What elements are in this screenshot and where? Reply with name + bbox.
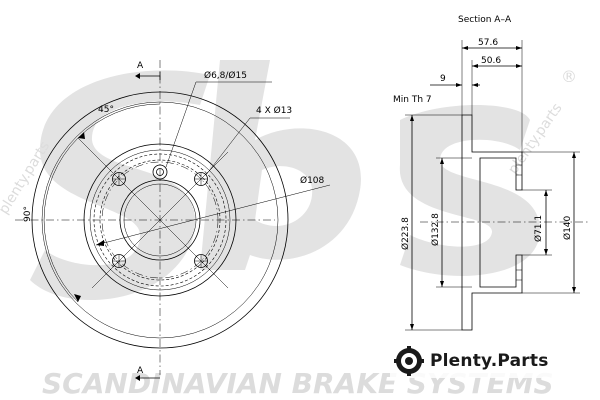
hidden-circle-1 xyxy=(93,153,227,287)
bolt-hole xyxy=(112,172,126,186)
hidden-circle-2 xyxy=(99,159,221,281)
stud-hole-callout: Ø6,8/Ø15 xyxy=(204,70,247,81)
dim-hat-height: 50.6 xyxy=(481,56,501,66)
pcd-callout: Ø108 xyxy=(300,175,325,186)
bolt-holes-callout: 4 X Ø13 xyxy=(256,105,292,116)
bolt-hole xyxy=(194,254,208,268)
registered-mark: ® xyxy=(561,67,577,86)
section-mark-bottom: A xyxy=(137,366,144,376)
stud-hole-inner xyxy=(156,168,164,176)
dim-center-bore: Ø71.1 xyxy=(533,215,544,242)
center-bore-outer xyxy=(119,179,201,261)
bolt-hole xyxy=(194,172,208,186)
angle-90-label: 90° xyxy=(23,206,33,222)
disc-outer-edge xyxy=(31,91,289,349)
dim-outer-diameter: Ø223.8 xyxy=(400,217,411,250)
disc-outer-inner-edge xyxy=(41,101,279,339)
hat-outer-circle xyxy=(83,143,237,297)
front-view: A A 45 xyxy=(15,60,331,381)
stud-hole-outer xyxy=(152,164,168,180)
section-mark-top: A xyxy=(137,61,144,71)
brand-name: Plenty.Parts xyxy=(430,351,549,371)
hat-edge-circle xyxy=(89,149,231,291)
section-title: Section A–A xyxy=(458,15,512,25)
plenty-parts-badge: Plenty.Parts xyxy=(390,344,553,378)
dim-spigot-diameter: Ø140 xyxy=(562,215,573,240)
center-bore-inner xyxy=(123,183,197,257)
min-thickness-label: Min Th 7 xyxy=(393,95,432,105)
dim-thickness: 9 xyxy=(440,74,446,84)
bolt-hole xyxy=(112,254,126,268)
bolt-circle-pcd xyxy=(101,161,219,279)
section-view: Section A–A 57.6 50.6 9 Min Th 7 Ø223.8 xyxy=(393,15,590,331)
dim-hat-diameter: Ø132.8 xyxy=(430,213,441,246)
dim-total-height: 57.6 xyxy=(478,38,498,48)
angle-45-label: 45° xyxy=(98,105,114,115)
gear-icon xyxy=(394,346,424,376)
disc-section-profile xyxy=(461,114,523,331)
